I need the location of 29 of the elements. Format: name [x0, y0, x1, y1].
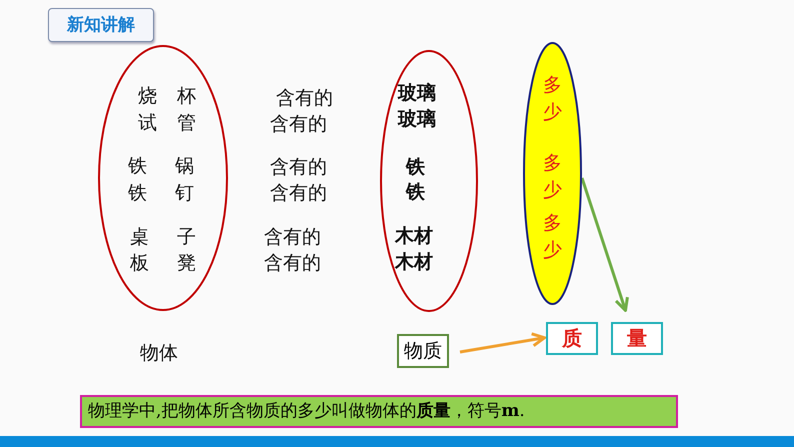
item-text: 玻璃 [398, 82, 436, 104]
item-text: 桌 子 [130, 226, 196, 248]
vertical-text: 多少 [543, 151, 563, 203]
relation-text: 含有的 [276, 87, 333, 109]
relation-text: 含有的 [264, 252, 321, 274]
arrow [580, 178, 629, 312]
item-text: 木材 [395, 251, 433, 273]
term-box: 质 [546, 322, 598, 355]
relation-text: 含有的 [270, 113, 327, 135]
item-text: 烧 杯 [138, 85, 196, 107]
item-text: 铁 [406, 156, 425, 178]
term-box: 量 [611, 322, 663, 355]
item-text: 铁 锅 [128, 155, 194, 177]
definition-box: 物理学中,把物体所含物质的多少叫做物体的质量，符号m. [80, 395, 678, 428]
item-text: 铁 钉 [128, 182, 194, 204]
title-badge: 新知讲解 [48, 8, 154, 42]
vertical-text: 多少 [543, 73, 563, 125]
item-text: 铁 [406, 181, 425, 203]
item-text: 板 凳 [130, 252, 196, 274]
relation-text: 含有的 [270, 156, 327, 178]
vertical-text: 多少 [543, 211, 563, 263]
relation-text: 含有的 [264, 226, 321, 248]
item-text: 试 管 [138, 112, 196, 134]
relation-text: 含有的 [270, 182, 327, 204]
caption-text: 物体 [140, 342, 178, 364]
item-text: 玻璃 [398, 108, 436, 130]
term-box: 物质 [397, 334, 449, 368]
arrow [460, 332, 546, 354]
item-text: 木材 [395, 225, 433, 247]
